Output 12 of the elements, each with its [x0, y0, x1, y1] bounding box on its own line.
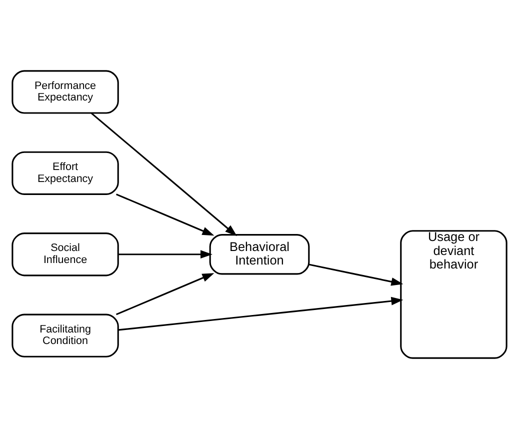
arrow [118, 296, 404, 330]
arrow [116, 272, 214, 315]
node-box: Usage or deviant behavior [400, 230, 508, 358]
node-box: Behavioral Intention [209, 234, 310, 274]
node-box: Facilitating Condition [12, 313, 119, 357]
arrow [308, 263, 404, 286]
arrow [116, 193, 214, 236]
node-box: Performance Expectancy [12, 70, 119, 114]
node-box: Effort Expectancy [12, 150, 119, 194]
arrow [90, 112, 237, 236]
node-box: Social Influence [12, 232, 119, 276]
arrow [118, 250, 212, 258]
